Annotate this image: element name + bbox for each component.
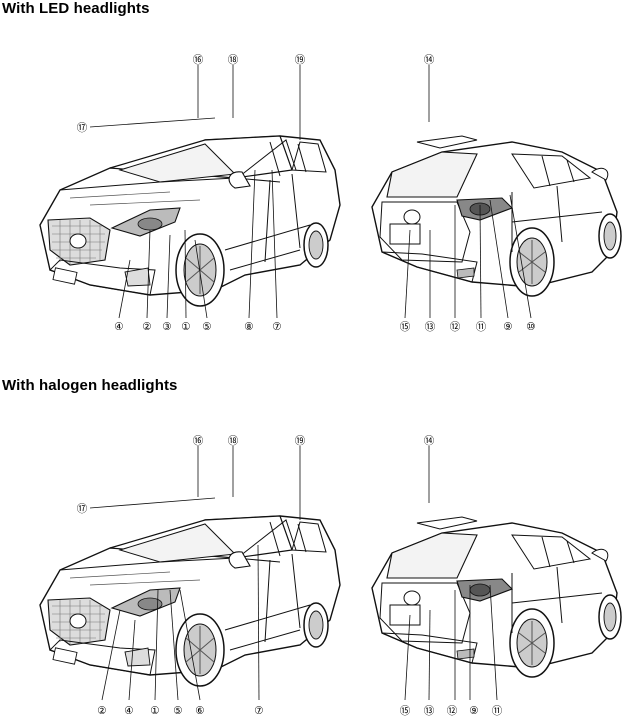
callout-hal-7: ⑦ bbox=[254, 705, 263, 717]
callout-led-2: ② bbox=[142, 321, 151, 333]
callout-led-14: ⑭ bbox=[424, 54, 435, 66]
callout-led-16: ⑯ bbox=[193, 54, 204, 66]
callout-hal-2: ② bbox=[97, 705, 106, 717]
callout-hal-1: ① bbox=[150, 705, 159, 717]
section-heading-led: With LED headlights bbox=[2, 0, 150, 17]
callout-hal-18: ⑱ bbox=[228, 435, 239, 447]
callout-led-13: ⑬ bbox=[425, 321, 436, 333]
callout-led-11: ⑪ bbox=[476, 321, 487, 333]
section-heading-halogen: With halogen headlights bbox=[2, 377, 178, 394]
callout-led-7: ⑦ bbox=[272, 321, 281, 333]
halogen-rear-view bbox=[371, 516, 622, 678]
callout-led-10: ⑩ bbox=[526, 321, 535, 333]
callout-led-4: ④ bbox=[114, 321, 123, 333]
callout-hal-9: ⑨ bbox=[469, 705, 478, 717]
callout-led-15: ⑮ bbox=[400, 321, 411, 333]
callout-hal-12: ⑫ bbox=[447, 705, 458, 717]
callout-led-19: ⑲ bbox=[295, 54, 306, 66]
callout-led-9: ⑨ bbox=[503, 321, 512, 333]
callout-hal-5: ⑤ bbox=[173, 705, 182, 717]
led-front-view bbox=[39, 135, 341, 307]
callout-hal-13: ⑬ bbox=[424, 705, 435, 717]
callout-hal-17: ⑰ bbox=[77, 503, 88, 515]
callout-led-17: ⑰ bbox=[77, 122, 88, 134]
callout-hal-14: ⑭ bbox=[424, 435, 435, 447]
callout-hal-15: ⑮ bbox=[400, 705, 411, 717]
callout-led-3: ③ bbox=[162, 321, 171, 333]
halogen-front-view bbox=[39, 515, 341, 687]
callout-led-8: ⑧ bbox=[244, 321, 253, 333]
led-rear-view bbox=[371, 135, 622, 297]
callout-hal-6: ⑥ bbox=[195, 705, 204, 717]
callout-hal-4: ④ bbox=[124, 705, 133, 717]
callout-led-5: ⑤ bbox=[202, 321, 211, 333]
callout-hal-16: ⑯ bbox=[193, 435, 204, 447]
callout-led-18: ⑱ bbox=[228, 54, 239, 66]
callout-hal-11: ⑪ bbox=[492, 705, 503, 717]
callout-hal-19: ⑲ bbox=[295, 435, 306, 447]
callout-led-12: ⑫ bbox=[450, 321, 461, 333]
callout-led-1: ① bbox=[181, 321, 190, 333]
